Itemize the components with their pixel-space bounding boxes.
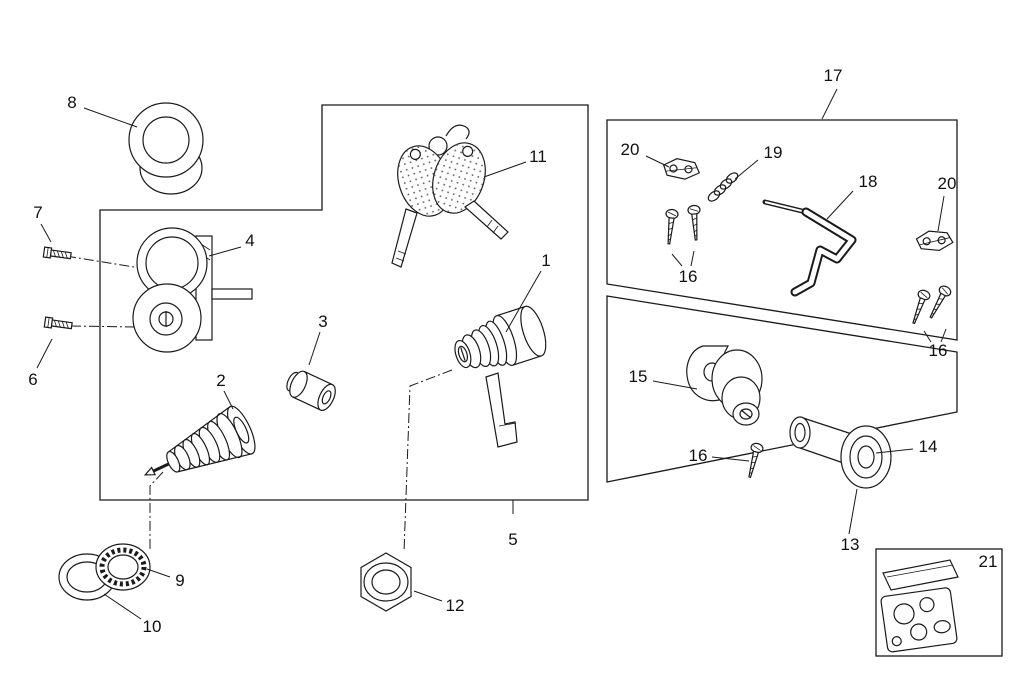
hardware-box-lower xyxy=(606,295,958,483)
part-11-drawing xyxy=(391,124,509,268)
part-12-drawing xyxy=(360,552,412,612)
part-label-12: 12 xyxy=(445,596,465,615)
part-label-16-c: 16 xyxy=(688,446,708,465)
part-4-drawing xyxy=(132,227,253,353)
part-1-drawing xyxy=(454,305,547,448)
part-16-a-drawing xyxy=(662,204,703,246)
part-7-drawing xyxy=(42,246,73,262)
part-label-18: 18 xyxy=(858,172,878,191)
part-16-b-drawing xyxy=(907,283,954,326)
part-9-drawing xyxy=(95,543,151,591)
part-2-drawing xyxy=(143,405,256,476)
part-20-b-drawing xyxy=(915,228,954,253)
part-label-7: 7 xyxy=(33,203,43,222)
part-18-drawing xyxy=(762,199,857,297)
part-label-2: 2 xyxy=(216,371,226,390)
part-15-drawing xyxy=(686,345,763,426)
part-label-20-a: 20 xyxy=(620,140,640,159)
part-label-8: 8 xyxy=(67,93,77,112)
main-parts-box xyxy=(99,104,589,501)
part-21-drawing xyxy=(880,559,959,653)
part-13-drawing xyxy=(840,425,892,489)
part-label-11: 11 xyxy=(529,147,547,166)
part-6-drawing xyxy=(43,316,74,332)
part-label-9: 9 xyxy=(175,571,185,590)
part-label-10: 10 xyxy=(142,617,162,636)
part-label-16-b: 16 xyxy=(928,341,948,360)
leader-lines xyxy=(36,88,947,620)
part-label-1: 1 xyxy=(541,251,551,270)
part-label-20-b: 20 xyxy=(937,174,957,193)
gasket-kit-box xyxy=(875,548,1003,657)
hardware-box-upper xyxy=(606,119,958,341)
centerlines xyxy=(65,255,453,553)
part-label-19: 19 xyxy=(763,143,783,162)
part-8-drawing xyxy=(128,102,204,195)
part-label-21: 21 xyxy=(978,552,998,571)
part-19-drawing xyxy=(707,172,739,202)
part-label-5: 5 xyxy=(508,530,518,549)
part-label-14: 14 xyxy=(918,437,938,456)
part-label-6: 6 xyxy=(28,370,38,389)
part-label-4: 4 xyxy=(245,231,255,250)
part-label-16-a: 16 xyxy=(678,267,698,286)
part-label-13: 13 xyxy=(840,535,860,554)
part-20-a-drawing xyxy=(662,157,701,181)
part-label-3: 3 xyxy=(318,312,328,331)
part-label-17: 17 xyxy=(823,66,843,85)
part-label-15: 15 xyxy=(628,367,648,386)
part-3-drawing xyxy=(286,370,336,411)
